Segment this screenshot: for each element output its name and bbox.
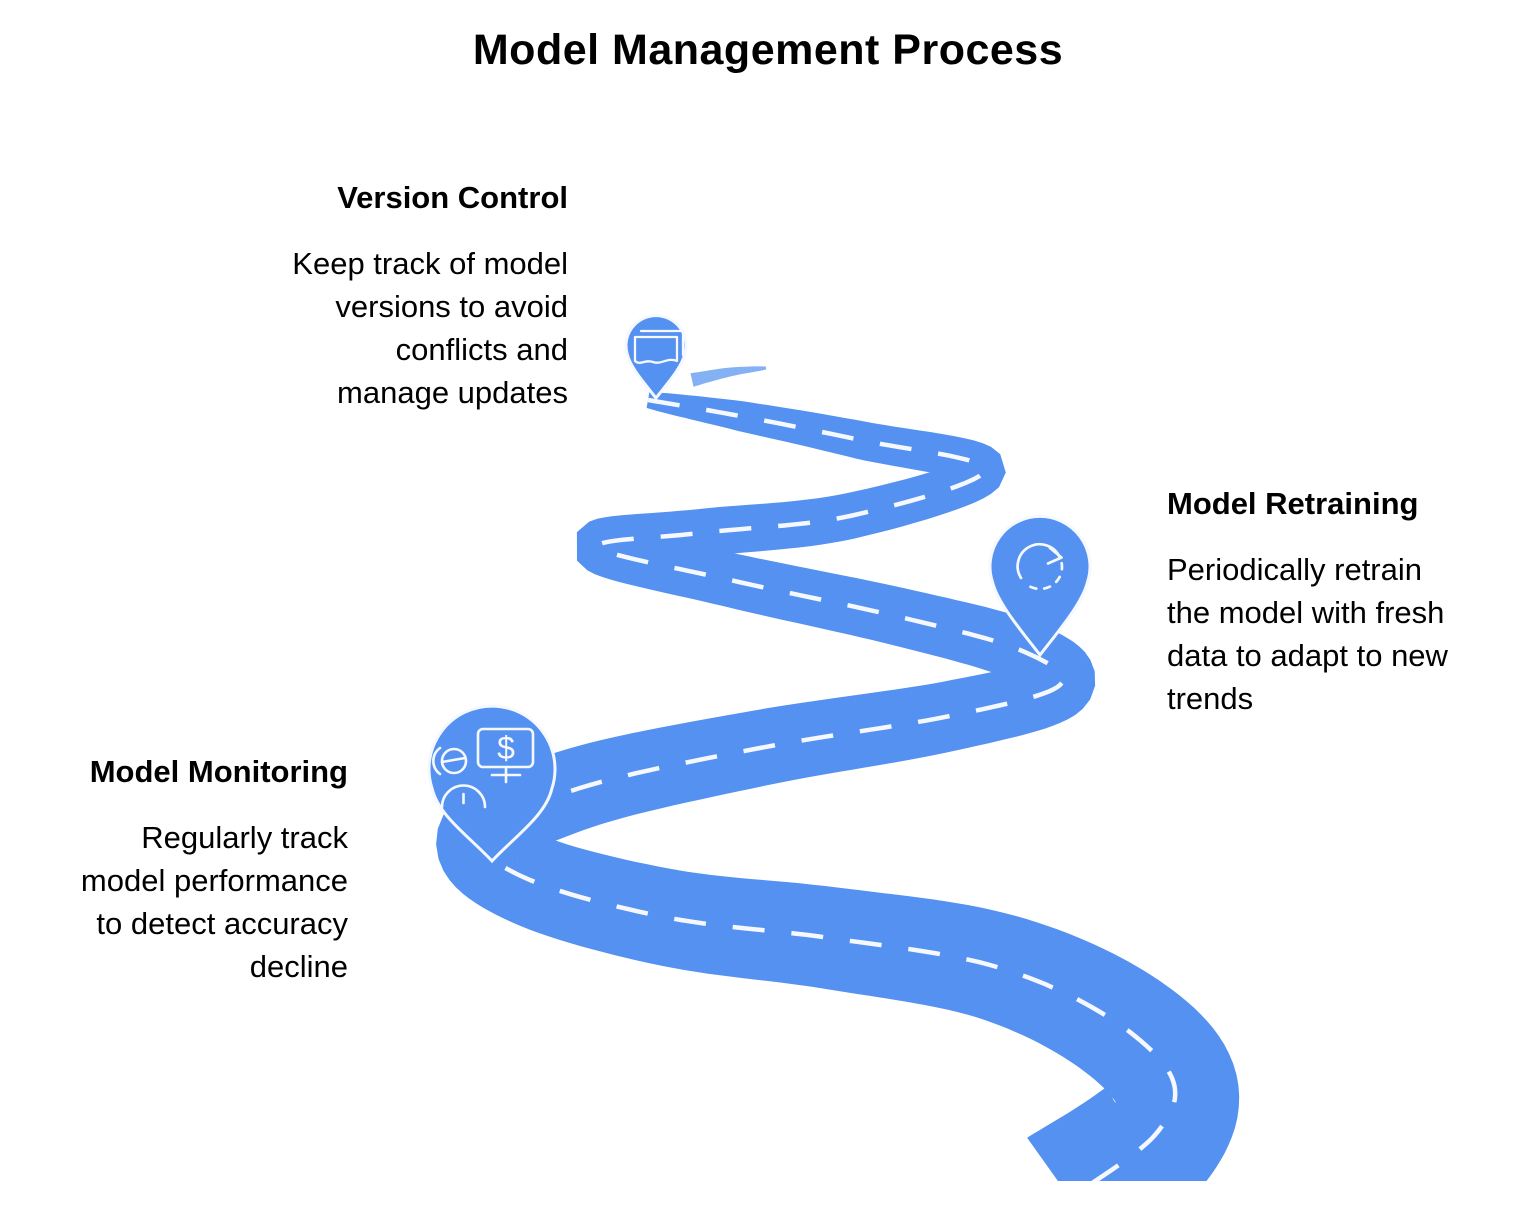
- milestone-description-line: trends: [1167, 681, 1254, 716]
- milestone-pin-model-retraining: [988, 514, 1092, 658]
- milestone-pin-model-monitoring: $: [427, 704, 557, 864]
- milestone-description-line: model performance: [80, 863, 348, 898]
- milestone-description-line: the model with fresh: [1167, 595, 1445, 630]
- milestone-block-model-monitoring: Model Monitoring Regularly track model p…: [0, 750, 348, 988]
- milestone-description-line: Keep track of model: [292, 246, 568, 281]
- milestone-title: Version Control: [337, 180, 568, 215]
- monitor-stand: [490, 765, 522, 784]
- dollar-glyph: $: [497, 730, 515, 766]
- milestone-description-line: Regularly track: [141, 820, 348, 855]
- versions-icon: [633, 329, 685, 364]
- milestone-pin-version-control: [624, 314, 688, 401]
- milestone-title: Model Monitoring: [89, 754, 348, 789]
- refresh-icon: [1016, 542, 1064, 591]
- winding-road: [436, 392, 1240, 1181]
- page-title: Model Management Process: [472, 26, 1064, 74]
- pin-marker: [988, 514, 1092, 658]
- road-group: [436, 366, 1240, 1181]
- road-start-tail: [690, 366, 767, 387]
- milestone-description-line: data to adapt to new: [1167, 638, 1448, 673]
- milestone-block-version-control: Version Control Keep track of model vers…: [160, 176, 568, 414]
- milestone-description-line: Periodically retrain: [1167, 552, 1422, 587]
- person-body: [440, 784, 487, 809]
- speech-arc: [432, 746, 442, 776]
- milestone-description-line: versions to avoid: [335, 289, 568, 324]
- card-back: [639, 329, 685, 357]
- pin-marker: [427, 704, 557, 864]
- person-head-band: [440, 756, 467, 764]
- refresh-arrowhead: [1046, 546, 1063, 565]
- milestone-description-line: manage updates: [337, 375, 568, 410]
- milestone-title: Model Retraining: [1167, 486, 1419, 521]
- card-front: [633, 335, 679, 364]
- refresh-arc-dashed: [1027, 561, 1064, 591]
- milestone-description-line: conflicts and: [395, 332, 568, 367]
- milestone-description-line: decline: [249, 949, 348, 984]
- performance-monitor-icon: $: [432, 727, 535, 809]
- milestone-description-line: to detect accuracy: [96, 906, 348, 941]
- road-center-dashes: [478, 397, 1178, 1181]
- milestone-block-model-retraining: Model Retraining Periodically retrain th…: [1167, 482, 1527, 720]
